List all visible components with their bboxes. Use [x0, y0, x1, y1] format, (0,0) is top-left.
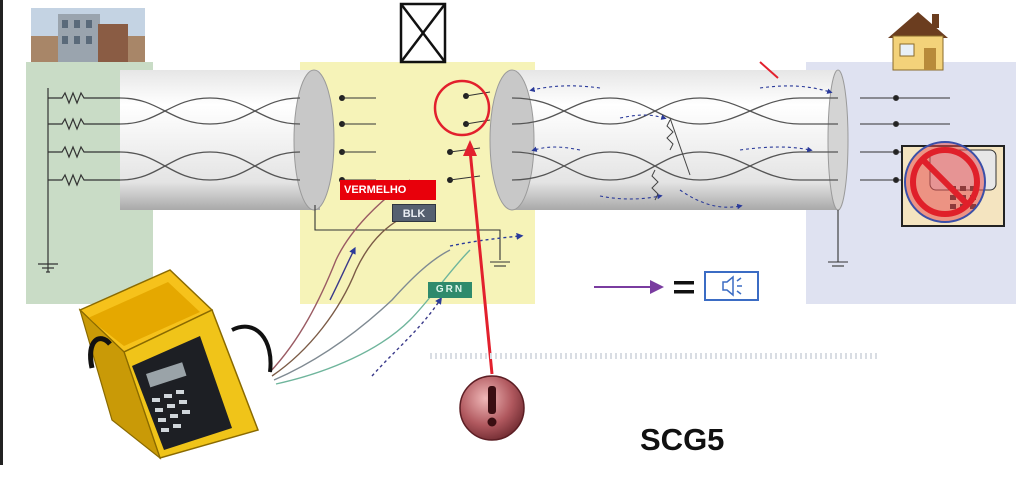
crossed-box-icon [399, 2, 447, 64]
top-pointer [759, 61, 779, 79]
diagram-code-label: SCG5 [640, 422, 725, 457]
test-leads [269, 179, 524, 385]
middle-wiring [314, 91, 510, 267]
cable-right [489, 69, 849, 211]
highlight-circle [433, 79, 491, 137]
exclamation-icon [459, 375, 525, 441]
speaker-icon [704, 271, 759, 301]
pointer-line [468, 149, 494, 375]
red-wire-label: VERMELHO [340, 180, 436, 200]
legend-arrow [594, 280, 694, 294]
building-photo-icon [31, 8, 145, 62]
connector-dots [339, 93, 469, 183]
black-wire-label: BLK [392, 204, 436, 222]
termination-resistors [38, 88, 130, 273]
pointer-head [463, 140, 477, 156]
green-wire-label: GRN [428, 282, 472, 298]
no-telephone-icon [901, 141, 1005, 227]
cable-left [119, 69, 335, 211]
house-icon [888, 12, 948, 71]
cable-tester-icon [78, 269, 273, 460]
left-border [0, 0, 3, 465]
